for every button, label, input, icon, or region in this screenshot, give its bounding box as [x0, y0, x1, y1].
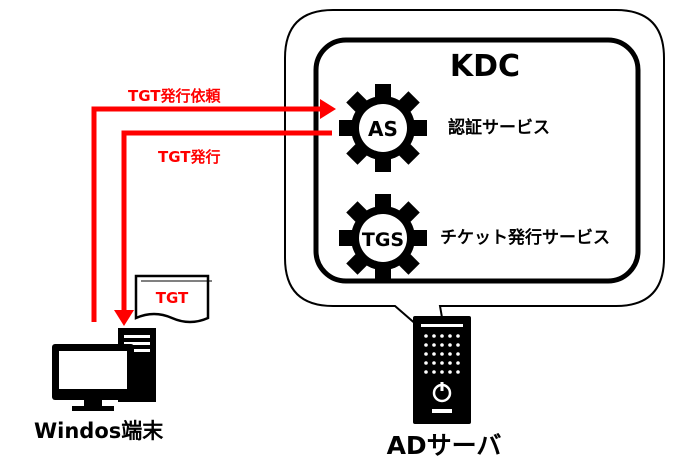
as-service-label: 認証サービス	[448, 117, 550, 138]
tgt-issue-arrow	[114, 130, 332, 326]
kdc-title: KDC	[450, 49, 520, 84]
tgs-label: TGS	[362, 229, 404, 251]
tgt-issue-label: TGT発行	[158, 148, 221, 166]
client-label: Windos端末	[34, 419, 164, 443]
client-computer-icon	[52, 328, 156, 411]
tgt-request-arrow	[91, 99, 336, 322]
tgt-request-label: TGT発行依頼	[128, 87, 222, 105]
server-icon	[413, 316, 471, 424]
server-label: ADサーバ	[387, 431, 502, 460]
tgs-service-label: チケット発行サービス	[440, 227, 610, 248]
as-label: AS	[368, 117, 398, 141]
tgt-ticket-label: TGT	[156, 289, 189, 307]
tgt-ticket-icon	[134, 274, 212, 324]
